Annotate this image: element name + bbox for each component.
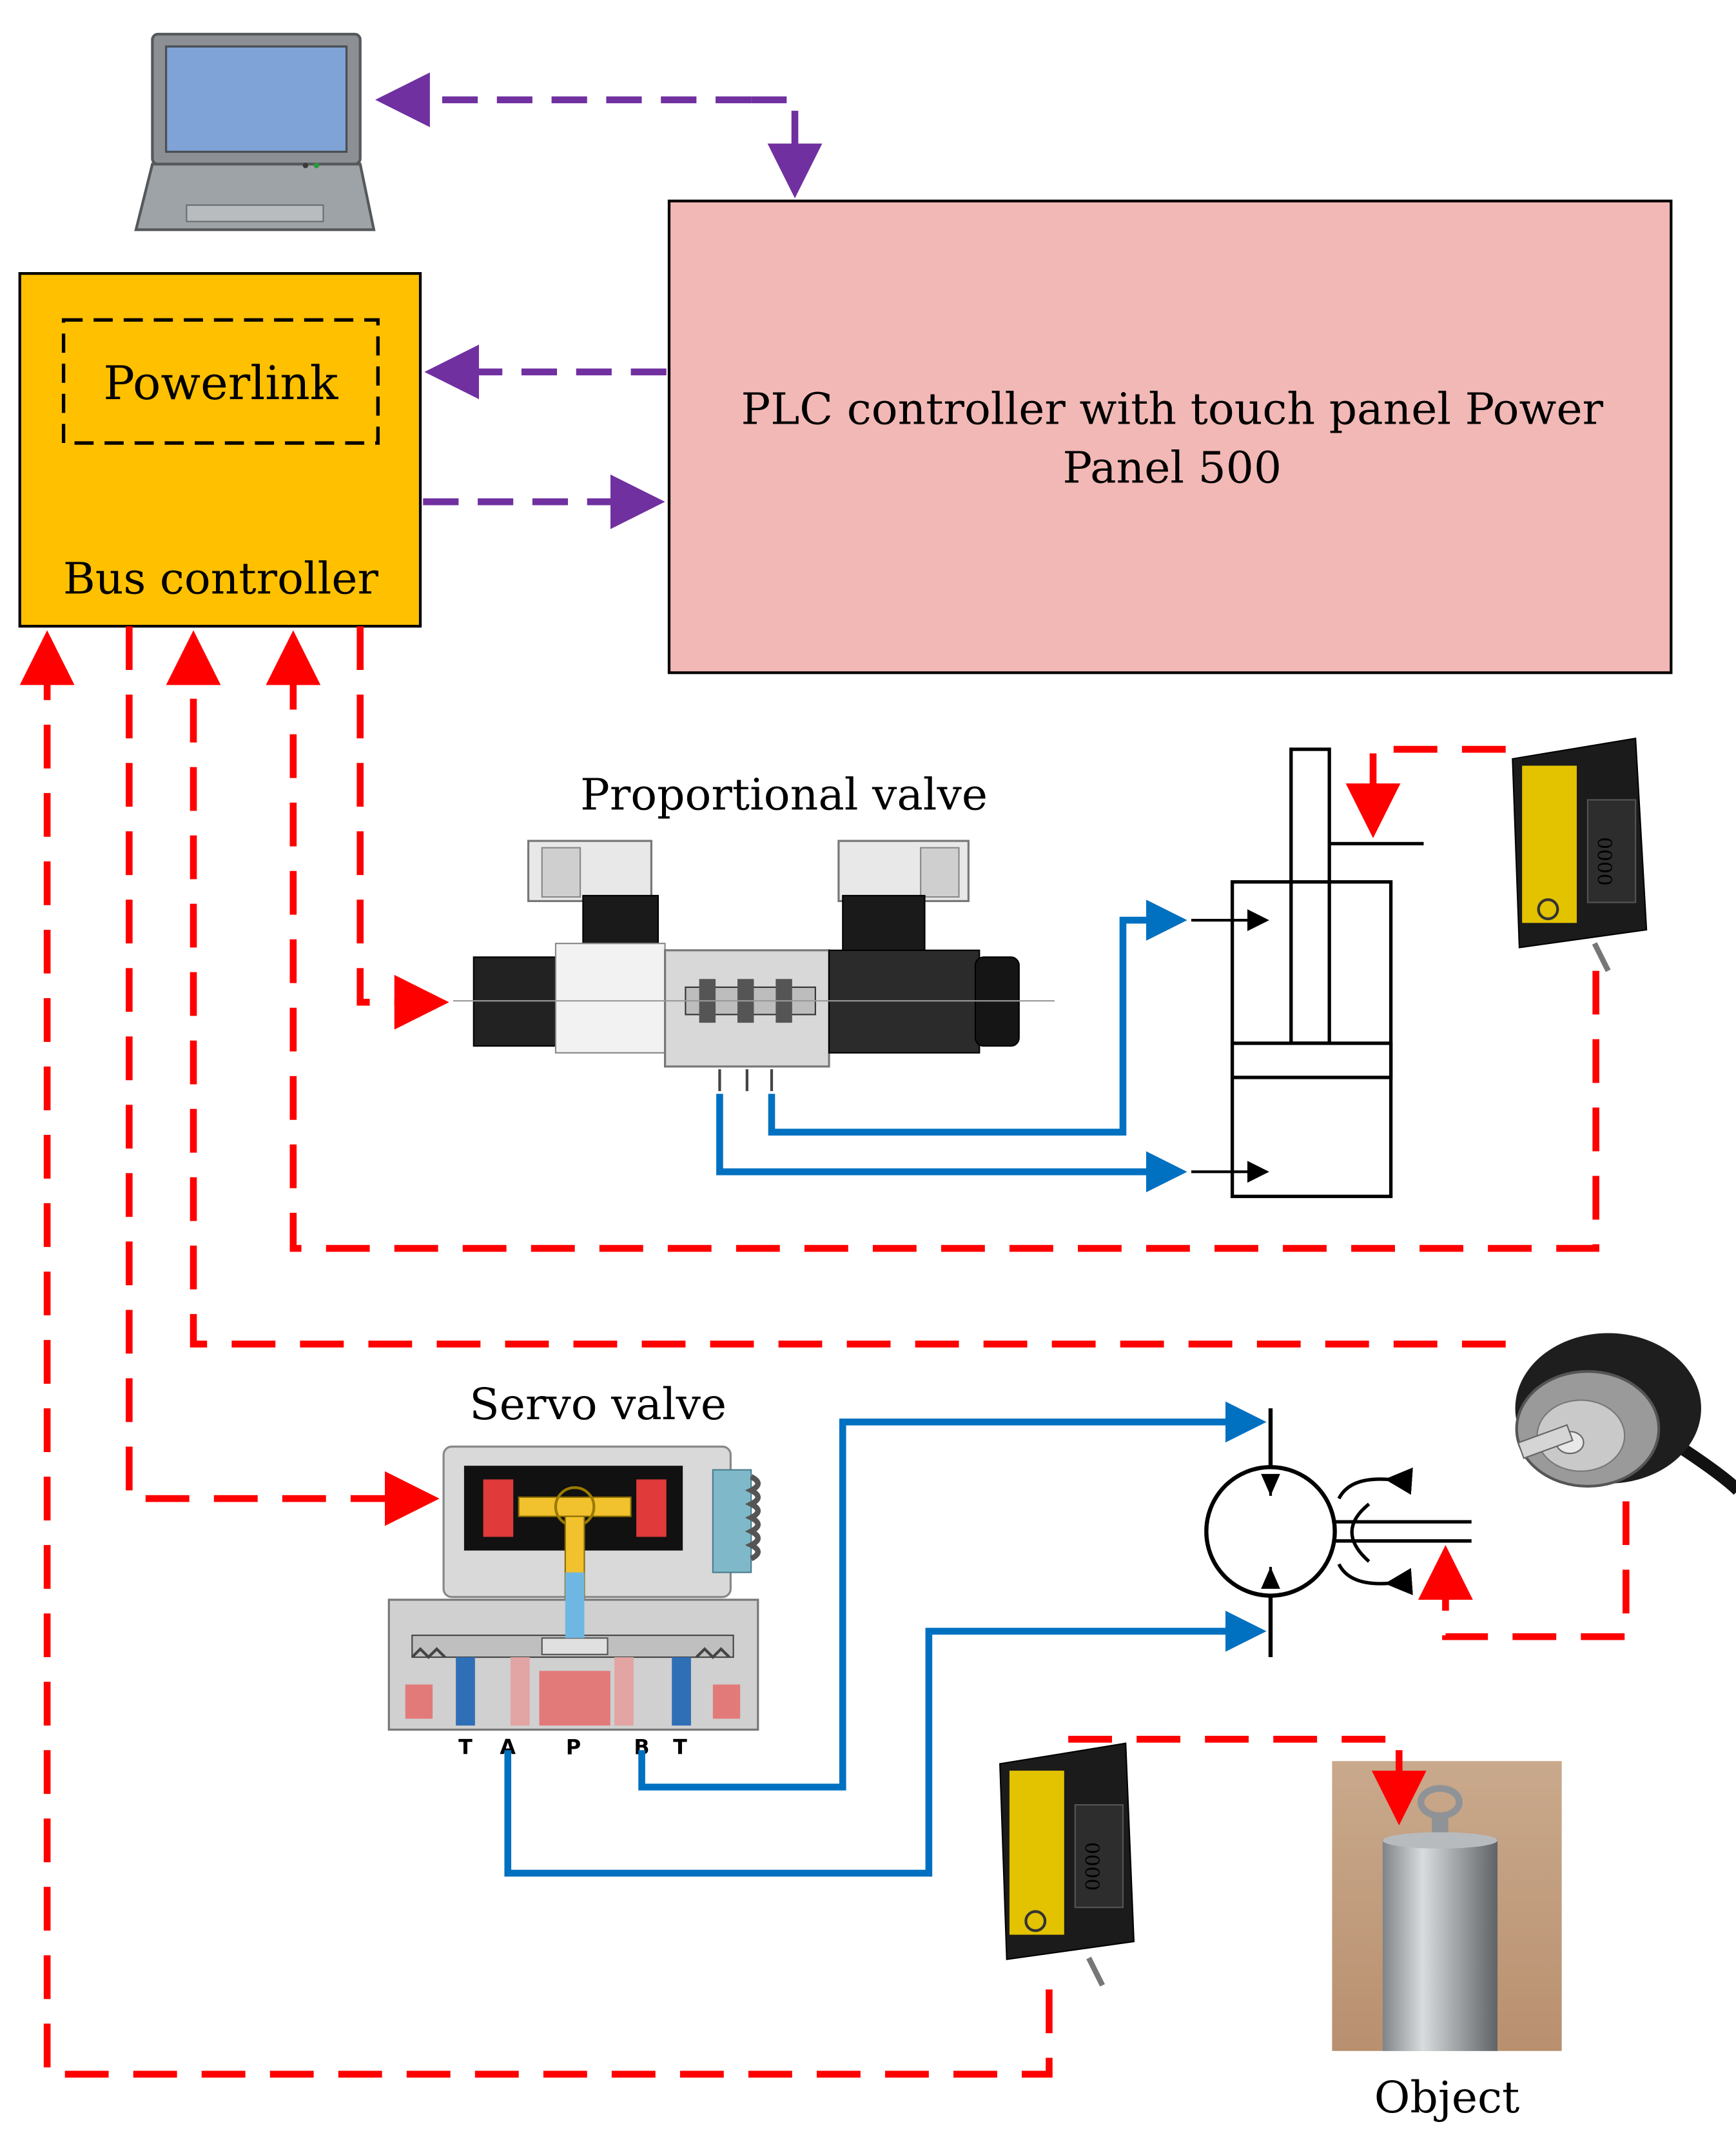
powerlink-label: Powerlink: [103, 357, 338, 411]
prop-valve-to-cylinder-top: [768, 899, 1187, 1136]
hydraulic-motor-icon: [1204, 1408, 1472, 1658]
sensor-to-bus-1: [266, 630, 1599, 1252]
laser-sensor-icon: 0000: [999, 1742, 1135, 1987]
ethernet-links: [375, 72, 823, 529]
bus-to-proportional-valve: [356, 626, 449, 1030]
hydraulic-lines: [504, 899, 1267, 1877]
servo-valve-icon: [387, 1445, 761, 1731]
object-weight-image: [1332, 1761, 1562, 2051]
port-label-p: P: [566, 1736, 581, 1760]
rotary-encoder-icon: [1515, 1333, 1736, 1495]
powerlink-box: [61, 318, 380, 445]
plc-label-line1: PLC controller with touch panel Power: [741, 384, 1604, 435]
bus-controller-label: Bus controller: [63, 553, 379, 604]
sensor-to-bus-2: [19, 630, 1053, 2078]
encoder-shaft-link: [1418, 1501, 1630, 1640]
plc-controller: PLC controller with touch panel Power Pa…: [667, 199, 1673, 674]
servo-valve-label: Servo valve: [469, 1379, 727, 1430]
servo-port-labels: T A P B T: [458, 1736, 687, 1760]
port-label-t-right: T: [673, 1736, 687, 1760]
plc-label-line2: Panel 500: [1062, 443, 1282, 494]
proportional-valve-icon: [453, 840, 1055, 1092]
bus-controller: Powerlink Bus controller: [18, 271, 422, 628]
svg-text:0000: 0000: [1594, 837, 1617, 886]
sensor-beam-cylinder: [1345, 745, 1506, 838]
object-label: Object: [1374, 2072, 1520, 2123]
prop-valve-to-cylinder-bottom: [716, 1094, 1187, 1193]
laptop-plc-link: [751, 96, 823, 199]
servo-a-to-motor-bottom: [504, 1610, 1267, 1877]
svg-text:0000: 0000: [1082, 1842, 1104, 1891]
laser-sensor-icon: 0000: [1512, 737, 1648, 972]
signal-lines: [19, 626, 1630, 2078]
bus-to-servo-valve: [126, 626, 440, 1526]
servo-b-to-motor-top: [638, 1401, 1267, 1791]
hydraulic-cylinder-icon: [1191, 747, 1424, 1199]
sensor-beam-object: [1068, 1735, 1427, 1825]
port-label-t-left: T: [458, 1736, 473, 1760]
laptop-icon: [134, 32, 376, 231]
proportional-valve-label: Proportional valve: [580, 769, 988, 820]
encoder-to-bus: [166, 630, 1506, 1348]
